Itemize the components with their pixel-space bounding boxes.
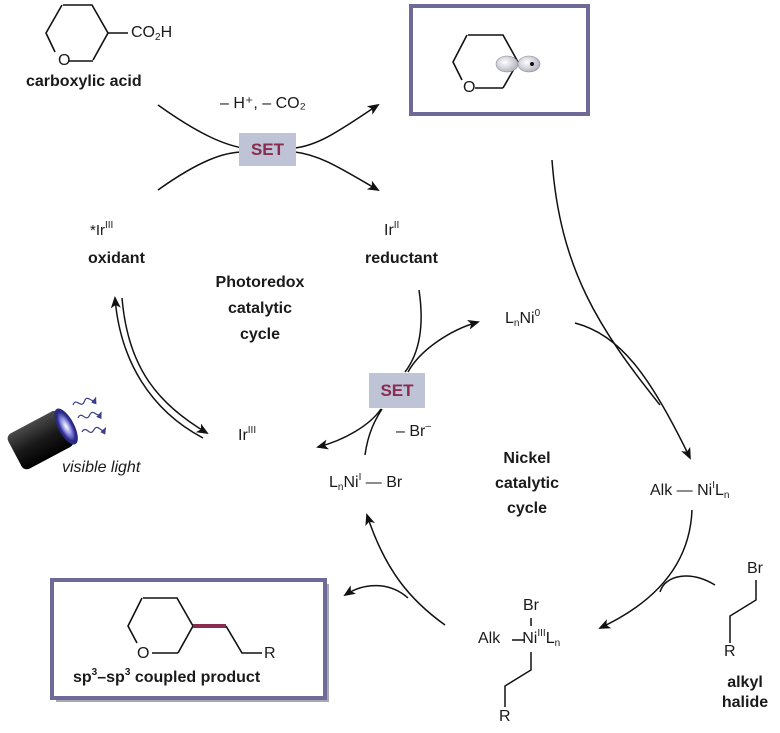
visible-light-label: visible light [62,459,141,476]
alkyl-halide-label: alkyl halide [715,673,775,713]
flashlight-icon [7,408,78,470]
photon-icons [72,396,107,435]
carboxylic-acid-label: carboxylic acid [26,73,142,90]
radical-ring-oxygen: O [463,79,476,96]
product-box [50,578,329,702]
carboxylic-acid-substituent: CO2H [131,24,173,43]
photoredox-cycle-label-line1: Photoredox [215,274,305,291]
oxidative-addition-arrows [598,509,716,629]
photoredox-set-badge: SET [239,133,296,166]
photoredox-cycle-label: Photoredox catalytic cycle [205,270,315,348]
radical-capture-arrow [551,159,661,406]
product-ring-oxygen: O [137,645,150,662]
nickel-set-arrows [316,289,480,456]
p-orbital-lobe-right [517,55,541,73]
nickel-set-badge: SET [369,373,425,408]
bromide-loss-label: – Br– [396,421,431,441]
excitation-arrows [110,296,209,439]
excited-iridium-species: *IrIII [90,220,114,240]
ni0-species: LnNi0 [505,308,541,329]
reductant-label: reductant [365,250,438,267]
carboxylic-acid-structure [45,4,128,62]
alkyl-ni-i-species: Alk — NiILn [650,480,730,501]
nickel-cycle-label-line3: cycle [506,500,548,517]
alkyl-halide-bromine: Br [747,560,763,577]
alkyl-halide-label-line1: alkyl [727,674,763,691]
ni-i-bromide-species: LnNiI — Br [329,472,403,493]
alkyl-halide-structure [729,580,757,643]
iridium-ii-species: IrII [384,220,400,240]
alkyl-halide-label-line2: halide [721,694,769,711]
iridium-iii-species: IrIII [238,425,257,445]
oxidant-label: oxidant [88,250,145,267]
decarboxylation-loss-label: – H⁺, – CO₂ [220,95,306,112]
alkyl-halide-r-group: R [724,643,736,660]
carboxylic-acid-ring-oxygen: O [58,52,71,69]
radical-intermediate-box [409,4,590,116]
photoredox-cycle-label-line3: cycle [239,326,281,343]
ni-iii-bromine: Br [523,597,539,614]
nickel-cycle-label: Nickel catalytic cycle [477,446,577,521]
ni0-to-alk-ni-arrow [574,322,691,460]
photoredox-set-arrows [157,103,380,192]
nickel-cycle-label-line2: catalytic [494,475,560,492]
photoredox-cycle-label-line2: catalytic [227,300,293,317]
ni-iii-structure-bonds [504,618,532,707]
p-orbital-lobe-left [495,55,519,73]
product-r-group: R [264,645,276,662]
reductive-elimination-arrows [343,513,446,626]
product-label: sp3–sp3 coupled product [73,667,261,687]
ni-iii-r-group: R [499,708,511,725]
nickel-cycle-label-line1: Nickel [503,450,551,467]
radical-dot [530,62,534,66]
